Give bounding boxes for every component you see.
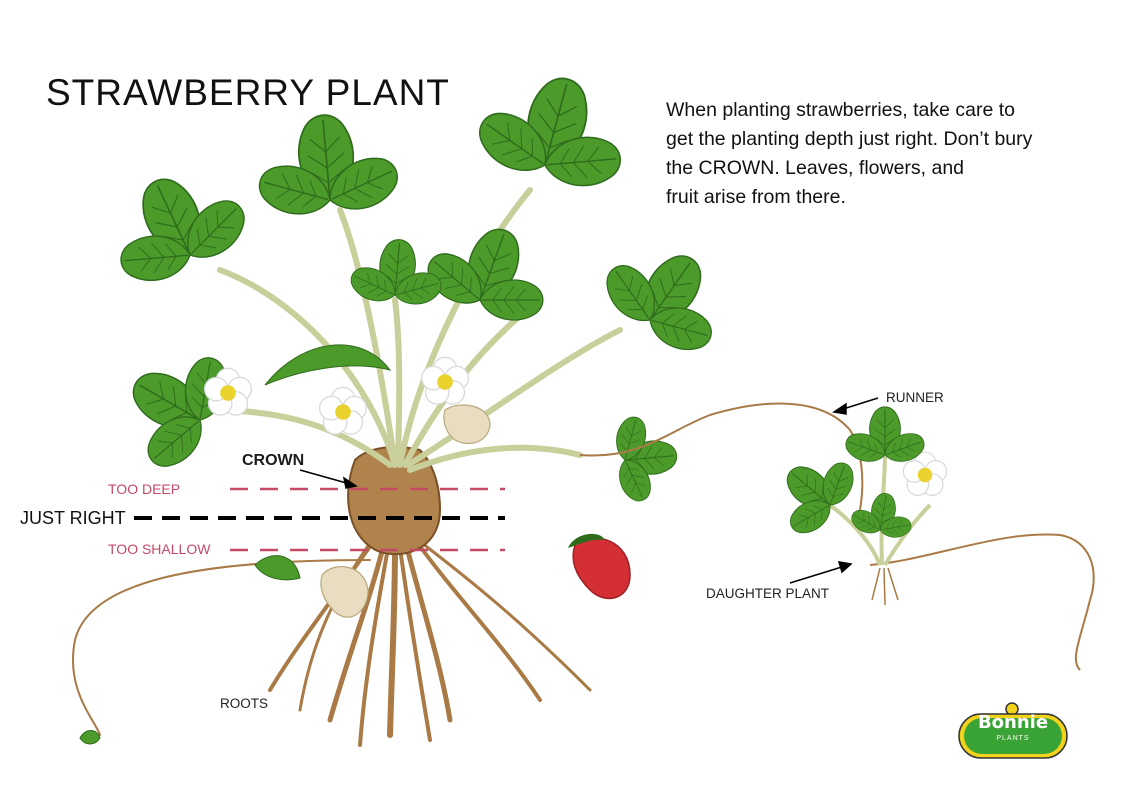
- intro-line: fruit arise from there.: [666, 186, 846, 208]
- intro-line: get the planting depth just right. Don’t…: [666, 128, 1033, 150]
- pointer-arrows: [299, 397, 879, 584]
- leaves-graphic: [79, 59, 746, 745]
- leaf-stems: [207, 187, 623, 473]
- crown-label: CROWN: [242, 452, 305, 469]
- too-deep-label: TOO DEEP: [108, 481, 181, 497]
- daughter-plant-graphic: [761, 407, 932, 606]
- intro-text: When planting strawberries, take care to…: [666, 96, 1086, 212]
- bonnie-plants-logo: Bonnie PLANTS: [956, 702, 1070, 766]
- page-title: STRAWBERRY PLANT: [46, 72, 450, 113]
- intro-line: When planting strawberries, take care to: [666, 99, 1016, 121]
- logo-subtext: PLANTS: [996, 735, 1030, 742]
- intro-line: the CROWN. Leaves, flowers, and: [666, 157, 965, 179]
- roots-graphic: [72, 533, 592, 747]
- too-shallow-label: TOO SHALLOW: [108, 541, 211, 557]
- just-right-label: JUST RIGHT: [20, 508, 126, 528]
- runner-label: RUNNER: [886, 390, 944, 405]
- roots-label: ROOTS: [220, 696, 269, 711]
- logo-wordmark: Bonnie: [977, 712, 1049, 733]
- strawberries-graphic: [320, 404, 631, 618]
- daughter-plant-label: DAUGHTER PLANT: [706, 586, 830, 601]
